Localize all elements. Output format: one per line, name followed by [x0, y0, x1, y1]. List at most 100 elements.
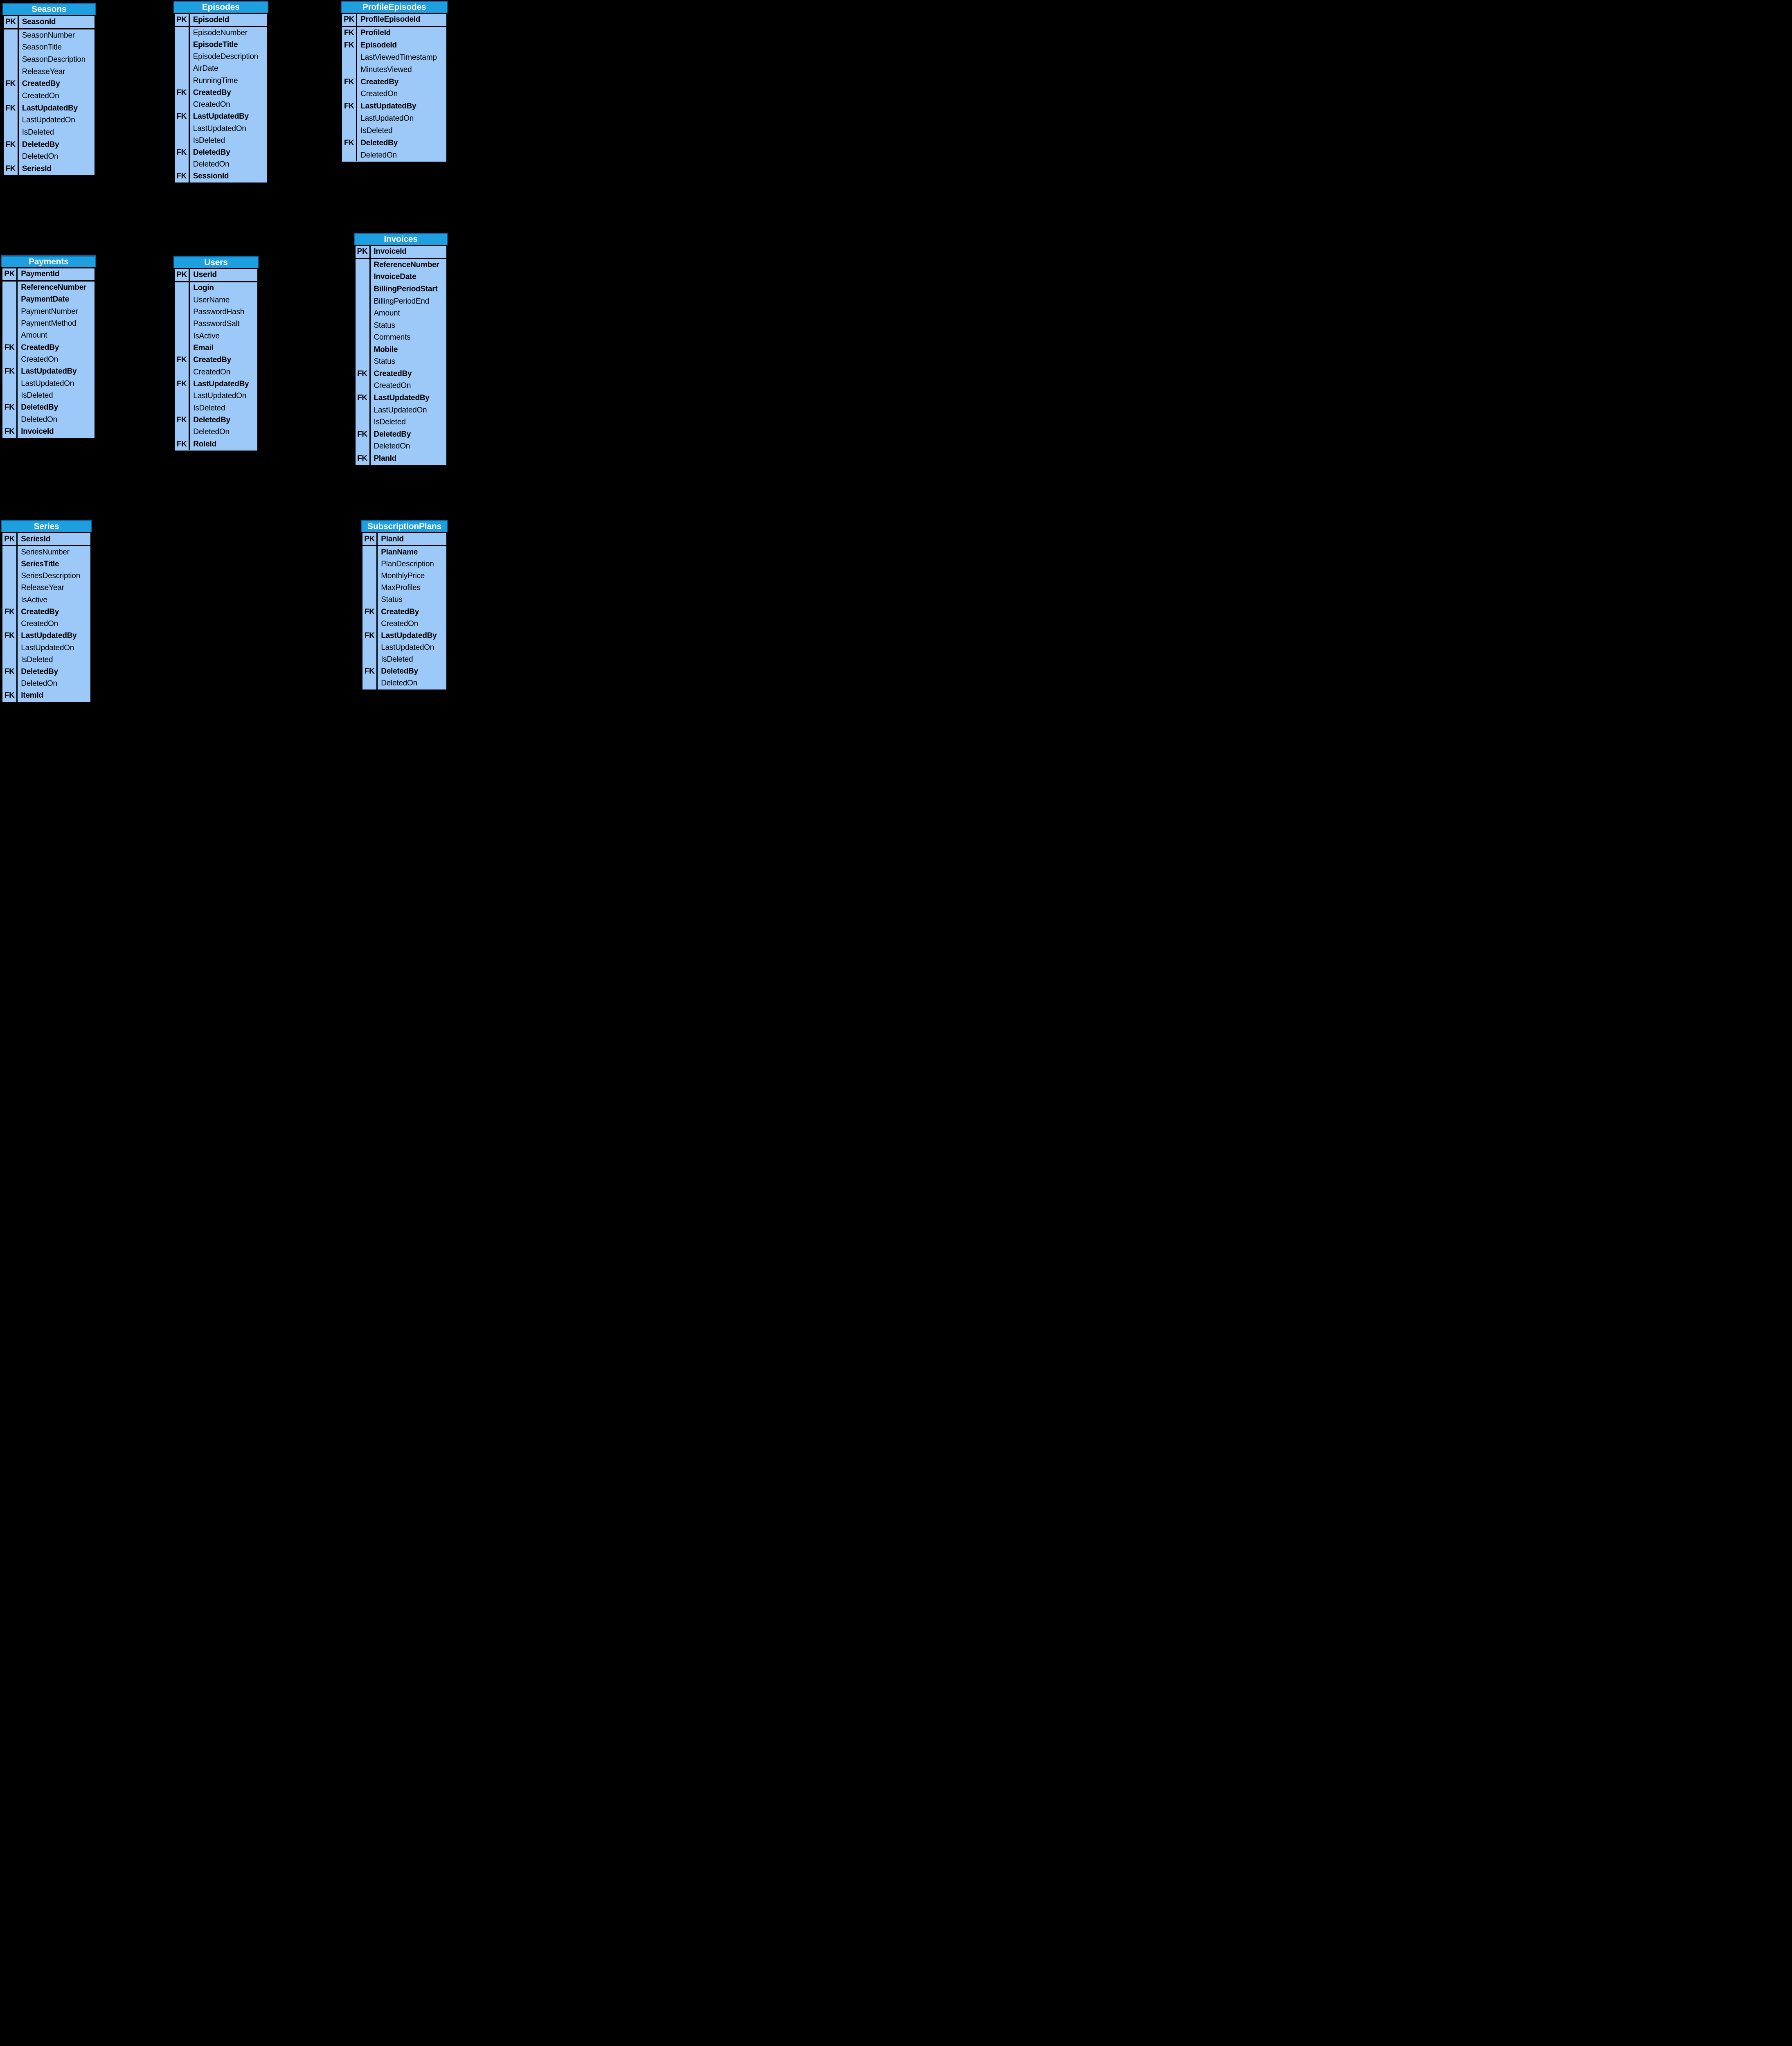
table-row[interactable]: DeletedOn	[4, 151, 95, 163]
table-row[interactable]: CreatedOn	[175, 99, 267, 111]
table-row[interactable]: DeletedOn	[175, 158, 267, 171]
table-row[interactable]: UserName	[175, 294, 257, 306]
table-row[interactable]: Amount	[356, 307, 446, 320]
table-row[interactable]: PasswordHash	[175, 306, 257, 318]
table-row[interactable]: Login	[175, 282, 257, 295]
table-row[interactable]: ReferenceNumber	[356, 259, 446, 271]
table-row[interactable]: LastViewedTimestamp	[342, 51, 446, 64]
table-row[interactable]: MonthlyPrice	[362, 570, 446, 582]
table-row[interactable]: IsActive	[2, 594, 90, 606]
table-row[interactable]: PaymentNumber	[2, 305, 95, 318]
table-row[interactable]: IsDeleted	[362, 653, 446, 666]
table-row[interactable]: DeletedOn	[175, 426, 257, 439]
table-row[interactable]: PaymentDate	[2, 293, 95, 306]
table-row[interactable]: SeriesDescription	[2, 570, 90, 582]
table-row[interactable]: LastUpdatedOn	[175, 122, 267, 135]
table-row[interactable]: DeletedOn	[2, 678, 90, 690]
table-row[interactable]: DeletedOn	[2, 414, 95, 426]
table-row[interactable]: SeriesNumber	[2, 546, 90, 559]
table-row[interactable]: EpisodeTitle	[175, 39, 267, 51]
table-row[interactable]: SeasonNumber	[4, 29, 95, 42]
table-row[interactable]: Email	[175, 342, 257, 354]
table-row[interactable]: Status	[362, 594, 446, 606]
table-row[interactable]: DeletedOn	[356, 440, 446, 453]
table-row[interactable]: PlanDescription	[362, 558, 446, 570]
table-row[interactable]: LastUpdatedOn	[356, 404, 446, 417]
table-row[interactable]: BillingPeriodEnd	[356, 295, 446, 308]
table-row[interactable]: CreatedOn	[2, 354, 95, 366]
table-row[interactable]: IsDeleted	[4, 126, 95, 139]
table-row[interactable]: IsDeleted	[2, 390, 95, 402]
table-row[interactable]: IsDeleted	[342, 124, 446, 137]
table-row[interactable]: LastUpdatedOn	[342, 113, 446, 125]
table-row[interactable]: LastUpdatedOn	[2, 642, 90, 654]
table-row[interactable]: PaymentMethod	[2, 318, 95, 330]
table-row[interactable]: Mobile	[356, 344, 446, 356]
table-row[interactable]: RunningTime	[175, 75, 267, 87]
table-row[interactable]: Status	[356, 319, 446, 332]
table-row[interactable]: BillingPeriodStart	[356, 283, 446, 295]
table-row[interactable]: EpisodeNumber	[175, 27, 267, 39]
table-row[interactable]: EpisodeDescription	[175, 51, 267, 63]
table-row[interactable]: Status	[356, 356, 446, 368]
table-row[interactable]: CreatedOn	[362, 618, 446, 630]
table-row[interactable]: Amount	[2, 329, 95, 342]
table-row[interactable]: SeasonDescription	[4, 54, 95, 66]
table-row[interactable]: MaxProfiles	[362, 582, 446, 594]
table-row[interactable]: IsActive	[175, 330, 257, 343]
table-row[interactable]: LastUpdatedOn	[175, 390, 257, 403]
table-row[interactable]: LastUpdatedOn	[2, 377, 95, 390]
table-row[interactable]: IsDeleted	[175, 135, 267, 147]
table-row[interactable]: ReleaseYear	[4, 65, 95, 78]
table-row[interactable]: Comments	[356, 331, 446, 344]
table-row[interactable]: SeasonTitle	[4, 41, 95, 54]
table-row[interactable]: PlanName	[362, 546, 446, 559]
table-row[interactable]: InvoiceDate	[356, 271, 446, 284]
table-row[interactable]: LastUpdatedOn	[362, 642, 446, 654]
table-row[interactable]: MinutesViewed	[342, 63, 446, 76]
table-row[interactable]: CreatedOn	[342, 88, 446, 101]
table-row[interactable]: PasswordSalt	[175, 318, 257, 331]
